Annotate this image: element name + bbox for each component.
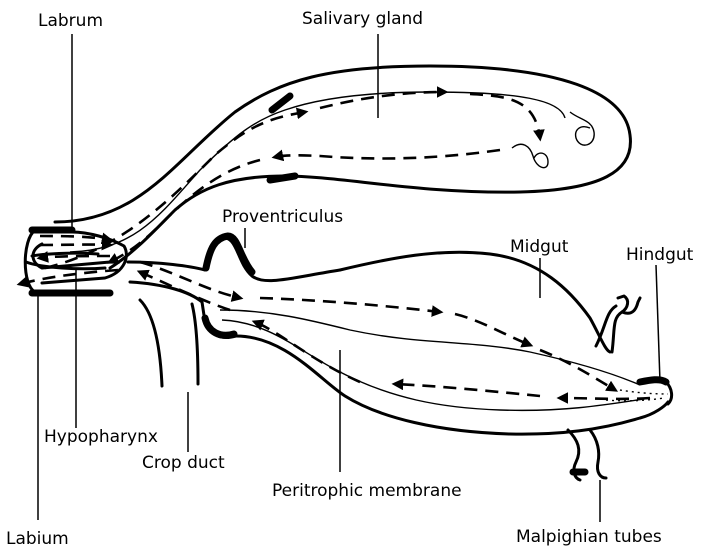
label-labrum: Labrum [38, 11, 103, 31]
label-malpighian-tubes: Malpighian tubes [516, 527, 662, 547]
parasites [512, 112, 594, 168]
leader-lines [38, 34, 660, 522]
label-peritrophic-membrane: Peritrophic membrane [272, 481, 462, 501]
crop-duct [140, 300, 198, 386]
proventriculus [128, 236, 340, 337]
label-midgut: Midgut [510, 237, 569, 257]
label-labium: Labium [6, 529, 69, 549]
malpighian-tubes [568, 296, 640, 480]
label-proventriculus: Proventriculus [222, 207, 343, 227]
label-crop-duct: Crop duct [142, 453, 225, 473]
label-hindgut: Hindgut [626, 245, 694, 265]
label-salivary-gland: Salivary gland [302, 9, 423, 29]
label-hypopharynx: Hypopharynx [44, 427, 158, 447]
